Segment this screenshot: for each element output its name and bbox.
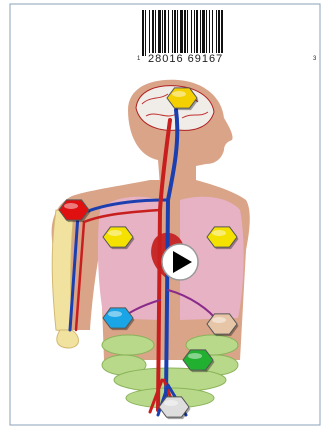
barcode-digits: 28016 69167	[148, 53, 223, 65]
barcode-trail-digit: 3	[313, 56, 316, 62]
play-button[interactable]	[162, 244, 198, 280]
barcode-lead-digit: 1	[137, 56, 140, 62]
